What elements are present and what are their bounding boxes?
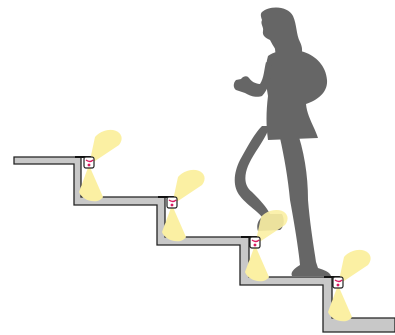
- step-light-icon: [84, 157, 94, 168]
- step-light-icon: [333, 277, 343, 288]
- step-light-icon: [167, 197, 177, 208]
- step-light-icon: [250, 237, 260, 248]
- step-light-2: [162, 170, 205, 241]
- light-beam-icon: [79, 165, 103, 201]
- step-light-1: [79, 130, 122, 201]
- step-light-3: [245, 210, 288, 281]
- person-rear-leg: [280, 128, 331, 276]
- step-light-4: [328, 250, 371, 321]
- person-silhouette-icon: [234, 7, 331, 276]
- person-arm: [234, 62, 272, 97]
- person-torso: [266, 50, 327, 140]
